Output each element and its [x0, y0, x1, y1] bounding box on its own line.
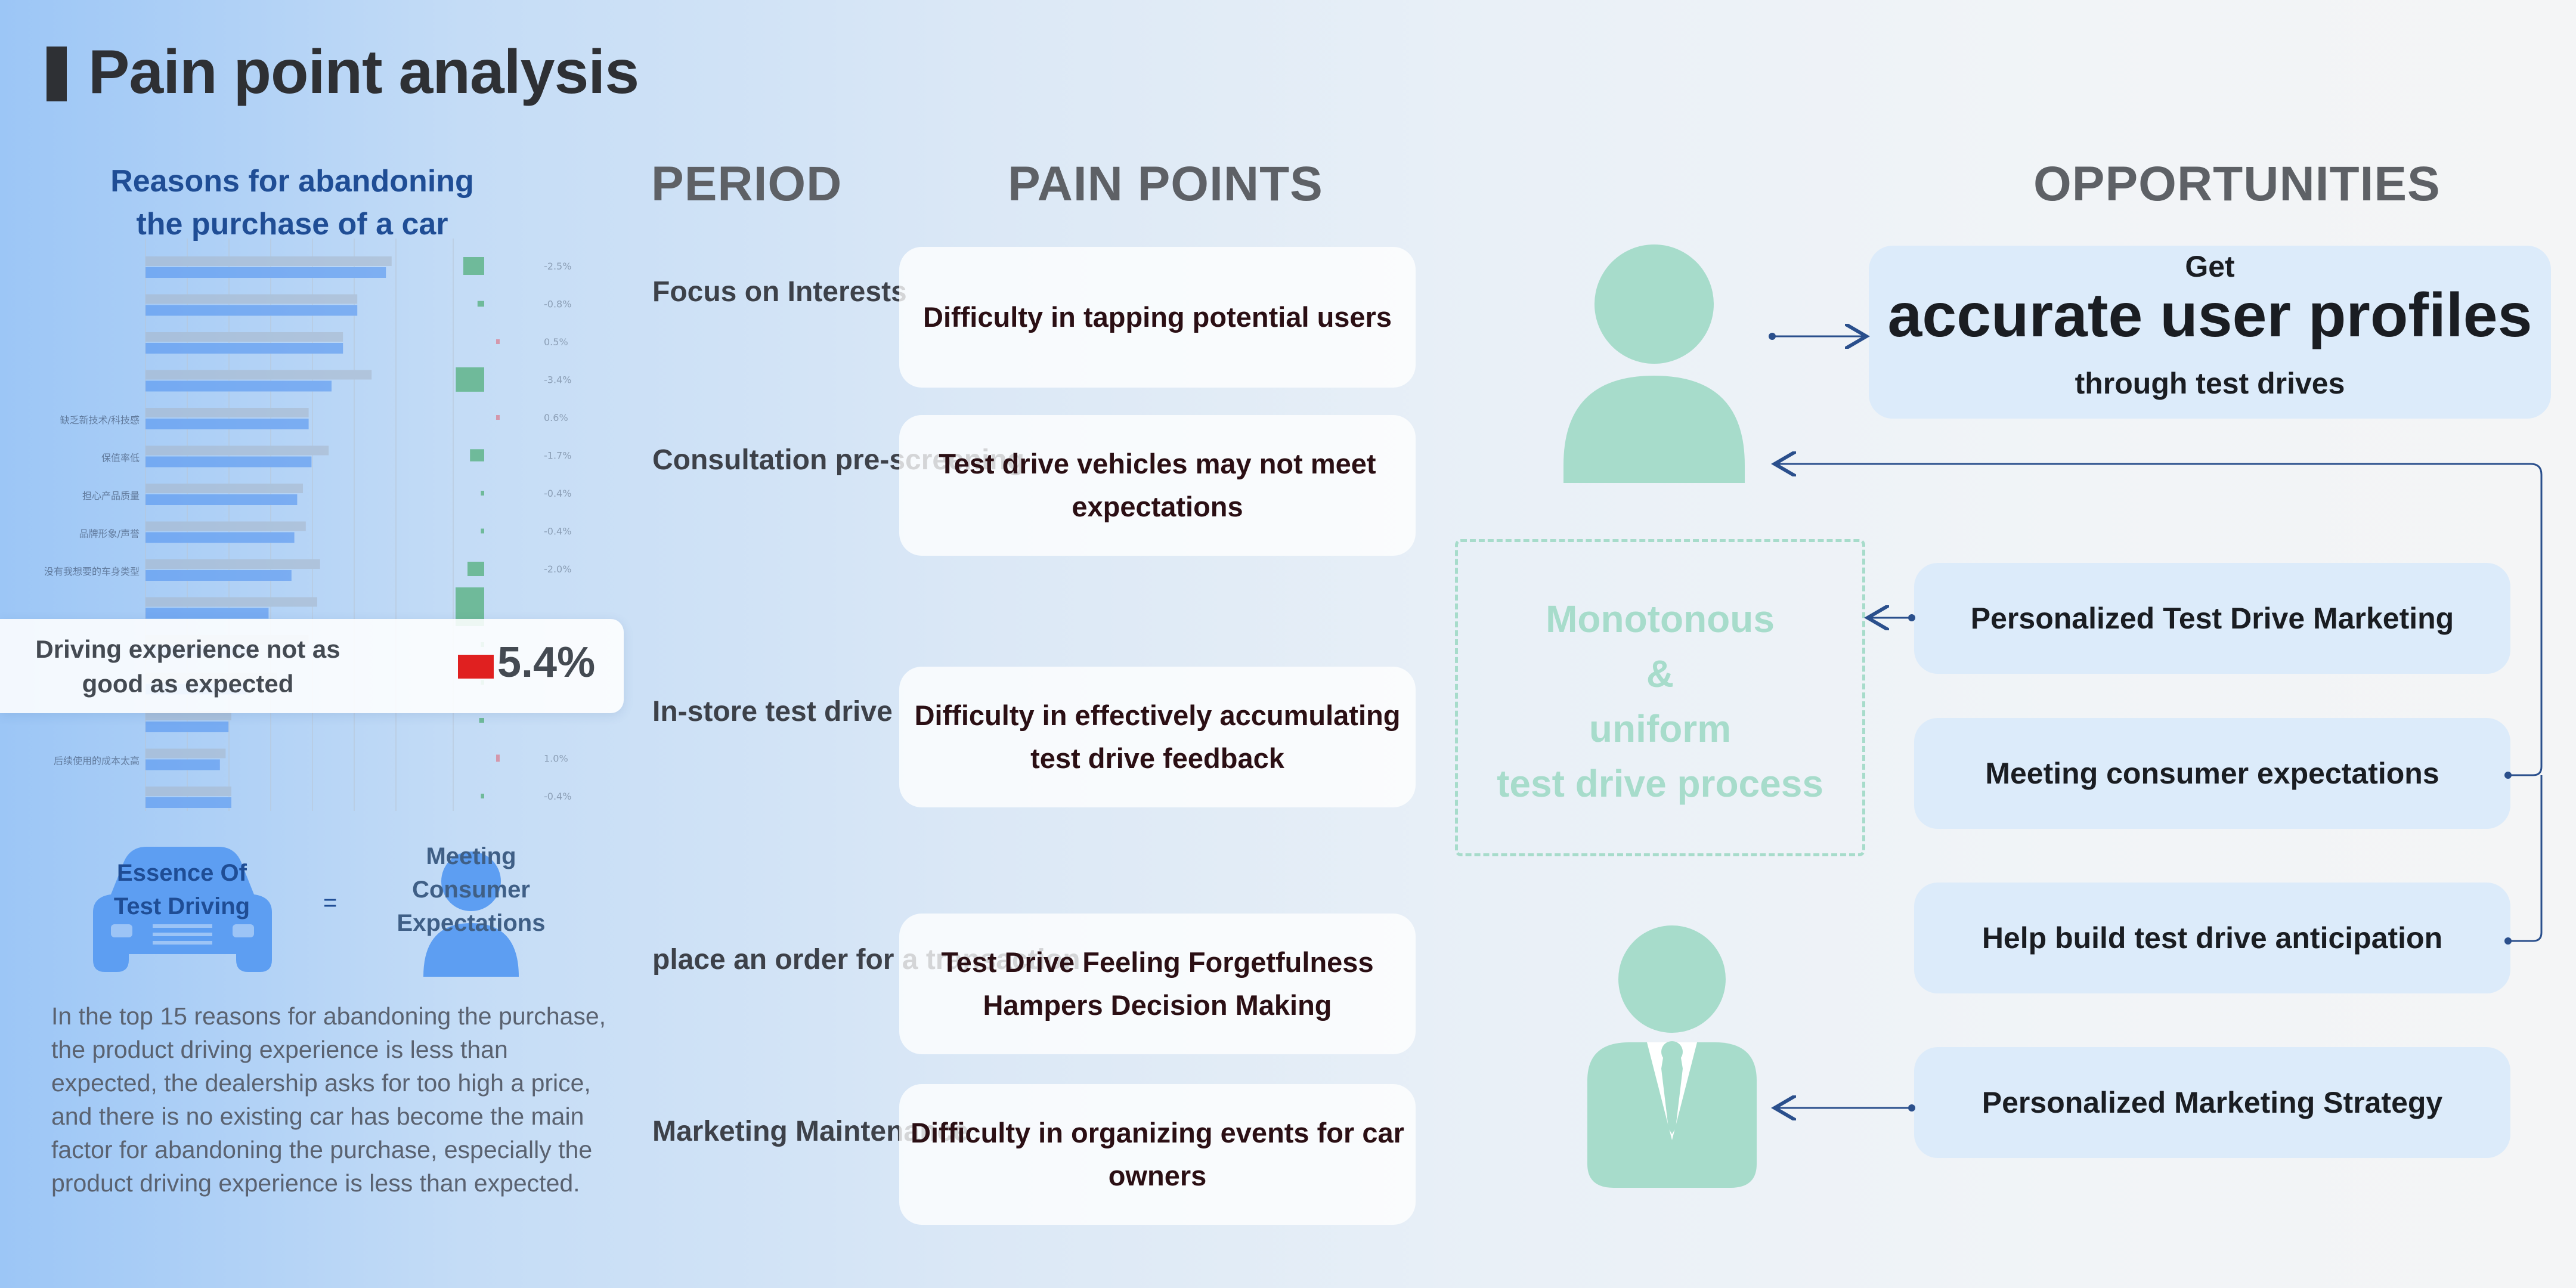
chart-bar-curr [145, 570, 292, 581]
highlight-swatch [458, 655, 494, 679]
chart-delta-bar [481, 528, 484, 534]
chart-bar-curr [145, 419, 309, 429]
period-in-store-test-drive: In-store test drive [652, 696, 893, 727]
chart-delta-label: 1.0% [544, 753, 568, 764]
chart-category-label: 保值率低 [101, 453, 140, 464]
chart-bar-curr [145, 267, 386, 278]
highlight-label: Driving experience not as good as expect… [35, 635, 340, 698]
opportunities-column-header: OPPORTUNITIES [2033, 157, 2441, 211]
pain-text: Difficulty in effectively accumulating t… [914, 699, 1401, 774]
highlight-callout [0, 619, 624, 713]
chart-delta-bar [470, 449, 484, 462]
chart-delta-bar [496, 339, 500, 344]
chart-category-label: 没有我想要的车身类型 [44, 566, 140, 577]
essence-label: Essence Of Test Driving [113, 860, 250, 919]
chart-delta-bar [456, 367, 484, 392]
chart-delta-label: -0.4% [544, 488, 571, 499]
page-title: Pain point analysis [88, 38, 639, 107]
chart-category-label: 担心产品质量 [82, 490, 140, 501]
chart-delta-label: -0.8% [544, 299, 571, 310]
profile-get-text: Get [2185, 250, 2235, 283]
pain-card: Test Drive Feeling Forgetfulness Hampers… [899, 914, 1416, 1054]
profile-headline: accurate user profiles [1887, 281, 2532, 350]
chart-bar-prev [145, 256, 392, 266]
mono-line-4: test drive process [1497, 762, 1823, 805]
chart-delta-bar [463, 257, 484, 275]
description-paragraph: In the top 15 reasons for abandoning the… [51, 1002, 606, 1197]
chart-bar-prev [145, 748, 226, 758]
chart-bar-prev [145, 787, 231, 796]
chart-bar-curr [145, 532, 295, 543]
chart-bar-prev [145, 521, 306, 531]
chart-bar-curr [145, 380, 332, 392]
car-icon [93, 847, 272, 972]
pain-text: Test drive vehicles may not meet expecta… [939, 448, 1376, 522]
pain-card: Difficulty in tapping potential users [899, 247, 1416, 388]
pain-points-column-header: PAIN POINTS [1008, 157, 1323, 211]
chart-delta-bar [477, 301, 484, 307]
chart-bar-curr [145, 797, 231, 808]
opportunity-personalized-test-drive: Personalized Test Drive Marketing [1914, 563, 2510, 674]
chart-bar-prev [145, 597, 317, 607]
chart-delta-label: -2.5% [544, 261, 571, 272]
highlight-value: 5.4% [497, 639, 596, 686]
pain-text: Difficulty in organizing events for car … [911, 1117, 1404, 1191]
chart-bar-curr [145, 305, 358, 316]
abandon-reasons-chart: -2.5% -0.8% 0.5% -3.4% 缺乏新技术/科技感 0.6% 保值率低 -1.7… [44, 239, 571, 811]
title-accent-bar [47, 47, 67, 101]
chart-delta-label: 0.6% [544, 412, 568, 423]
chart-title: Reasons for abandoning the purchase of a… [110, 164, 474, 242]
person-icon [423, 852, 519, 977]
chart-bar-prev [145, 332, 343, 342]
chart-delta-label: -0.4% [544, 791, 571, 802]
chart-delta-bar [496, 754, 500, 762]
pain-card: Difficulty in organizing events for car … [899, 1084, 1416, 1225]
meeting-label: Meeting Consumer Expectations [397, 843, 546, 936]
chart-delta-label: -2.0% [544, 564, 571, 575]
pain-card: Difficulty in effectively accumulating t… [899, 667, 1416, 807]
equals-sign: = [323, 890, 338, 916]
chart-bar-curr [145, 343, 343, 354]
chart-delta-bar [467, 562, 484, 576]
chart-bar-prev [145, 711, 231, 720]
chart-bar-curr [145, 456, 312, 467]
chart-bar-prev [145, 484, 303, 493]
chart-delta-label: -1.7% [544, 450, 571, 462]
profile-subtext: through test drives [2075, 367, 2345, 400]
chart-delta-label: -3.4% [544, 374, 571, 386]
opportunity-personalized-marketing: Personalized Marketing Strategy [1914, 1047, 2510, 1158]
mono-line-3: uniform [1589, 707, 1732, 750]
chart-delta-bar [496, 415, 500, 420]
profile-opportunity-box [1869, 246, 2551, 419]
mono-line-1: Monotonous [1546, 597, 1775, 640]
chart-category-label: 后续使用的成本太高 [54, 756, 140, 767]
monotonous-process-text: Monotonous & uniform test drive process [1455, 592, 1865, 811]
chart-bar-curr [145, 759, 220, 770]
chart-bar-curr [145, 494, 298, 505]
pain-text: Test Drive Feeling Forgetfulness Hampers… [941, 946, 1374, 1021]
chart-bar-prev [145, 294, 358, 304]
chart-bar-prev [145, 408, 309, 417]
chart-category-label: 品牌形象/声誉 [79, 528, 140, 540]
chart-bar-prev [145, 559, 320, 569]
chart-bar-prev [145, 445, 329, 456]
opportunity-build-anticipation: Help build test drive anticipation [1914, 883, 2510, 993]
chart-delta-bar [481, 491, 484, 496]
chart-delta-label: -0.4% [544, 526, 571, 537]
chart-bar-curr [145, 608, 269, 619]
pain-card: Test drive vehicles may not meet expecta… [899, 415, 1416, 556]
opportunity-meeting-expectations: Meeting consumer expectations [1914, 718, 2510, 829]
chart-bar-prev [145, 370, 372, 380]
chart-delta-bar [481, 794, 484, 798]
chart-category-label: 缺乏新技术/科技感 [60, 414, 140, 426]
user-icon [1563, 244, 1745, 483]
chart-bar-curr [145, 722, 229, 732]
mono-line-2: & [1646, 652, 1674, 695]
chart-delta-bar [479, 718, 484, 723]
businessman-icon [1587, 925, 1757, 1188]
chart-delta-label: 0.5% [544, 336, 568, 348]
period-focus-on-interests: Focus on Interests [652, 276, 907, 308]
pain-text: Difficulty in tapping potential users [923, 301, 1392, 333]
period-column-header: PERIOD [651, 157, 843, 211]
